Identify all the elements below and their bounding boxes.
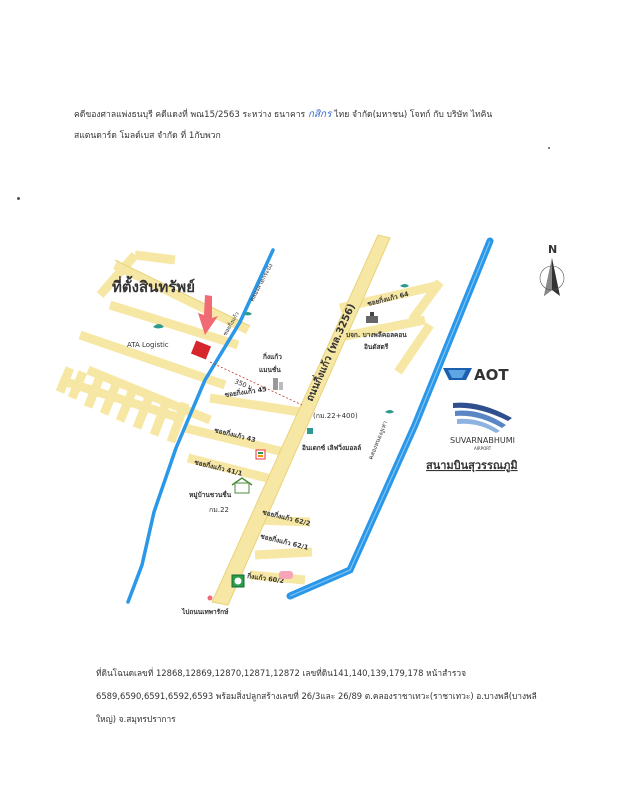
index-living-mall-poi: อินเดกซ์ เลิฟวิ่งมอลล์ <box>302 428 361 452</box>
to-thepharak-poi: ไปถนนเทพารักษ์ <box>181 595 229 616</box>
bank-name-handwritten: กสิกร <box>307 109 332 120</box>
svg-text:AOT: AOT <box>474 366 509 384</box>
svg-text:แมนชั่น: แมนชั่น <box>259 364 281 374</box>
svg-text:SUVARNABHUMI: SUVARNABHUMI <box>450 436 515 445</box>
soi-62-1-label: ซอยกิ่งแก้ว 62/1 <box>260 530 311 552</box>
canal-label: คลองลาดกระบัง <box>249 263 275 303</box>
suvarnabhumi-logo: SUVARNABHUMI AIRPORT สนามบินสุวรรณภูมิ <box>426 402 518 473</box>
tree-icon <box>400 284 409 288</box>
svg-text:บจก. บางพลีคอลคอน: บจก. บางพลีคอลคอน <box>346 331 407 339</box>
svg-text:AIRPORT: AIRPORT <box>474 446 492 451</box>
bangplee-company-poi: บจก. บางพลีคอลคอน อินดัสตรี <box>346 312 407 351</box>
soi-64-label: ซอยกิ่งแก้ว 64 <box>366 288 410 308</box>
header-line-1-pre: คดีของศาลแพ่งธนบุรี คดีแดงที่ พณ15/2563 … <box>74 110 306 120</box>
right-canal-label: คลองหนองงูเห่า <box>367 420 389 461</box>
property-label: ที่ตั้งสินทรัพย์ <box>112 275 195 296</box>
shop-logo-icon <box>279 571 293 579</box>
left-side-streets <box>55 250 444 585</box>
svg-text:ATA Logistic: ATA Logistic <box>127 341 169 349</box>
footer-line-3: ใหญ่) จ.สมุทรปราการ <box>96 714 176 724</box>
km22-label: กม.22 <box>209 506 229 514</box>
tree-icon <box>243 312 252 316</box>
seven-eleven-icon <box>255 449 266 460</box>
village-poi: หมู่บ้านชวนชื่น <box>189 477 253 500</box>
svg-text:N: N <box>548 243 557 256</box>
svg-text:อินเดกซ์ เลิฟวิ่งมอลล์: อินเดกซ์ เลิฟวิ่งมอลล์ <box>302 442 361 452</box>
right-canal-inner-line <box>289 240 491 597</box>
scan-speck <box>17 197 20 200</box>
svg-text:หมู่บ้านชวนชื่น: หมู่บ้านชวนชื่น <box>189 489 232 500</box>
km-marker-label: (กม.22+400) <box>313 412 358 420</box>
aot-logo: AOT <box>443 366 509 384</box>
svg-text:อินดัสตรี: อินดัสตรี <box>364 343 389 351</box>
ata-logistic-poi: ATA Logistic <box>127 324 169 349</box>
footer-line-2: 6589,6590,6591,6592,6593 พร้อมสิ่งปลูกสร… <box>96 691 537 701</box>
street-edges <box>114 259 251 327</box>
suvarnabhumi-thai-label: สนามบินสุวรรณภูมิ <box>426 459 518 473</box>
header-line-1-post: ไทย จำกัด(มหาชน) โจทก์ กับ บริษัท ไทคิน <box>334 110 493 120</box>
header-line-2: สแตนดาร์ด โมลด์เบส จำกัด ที่ 1กับพวก <box>74 131 221 141</box>
scan-speck <box>548 147 550 149</box>
left-canal <box>126 248 275 604</box>
footer-line-1: ที่ดินโฉนดเลขที่ 12868,12869,12870,12871… <box>96 668 466 678</box>
kingkaew-mansion-poi: กิ่งแก้ว แมนชั่น <box>259 351 283 390</box>
header-line-1: คดีของศาลแพ่งธนบุรี คดีแดงที่ พณ15/2563 … <box>74 107 492 122</box>
svg-text:ไปถนนเทพารักษ์: ไปถนนเทพารักษ์ <box>181 607 229 616</box>
property-arrow <box>198 295 218 335</box>
gas-station-icon <box>231 574 245 588</box>
property-marker <box>190 340 212 360</box>
tree-icon <box>385 410 394 414</box>
main-road-label: ถนนกิ่งแก้ว (ทล.3256) <box>302 301 358 403</box>
main-road-kingkaew <box>211 234 391 606</box>
svg-text:กิ่งแก้ว: กิ่งแก้ว <box>263 351 282 361</box>
north-arrow-icon: N <box>539 243 565 296</box>
distance-dashed-line <box>209 361 303 406</box>
